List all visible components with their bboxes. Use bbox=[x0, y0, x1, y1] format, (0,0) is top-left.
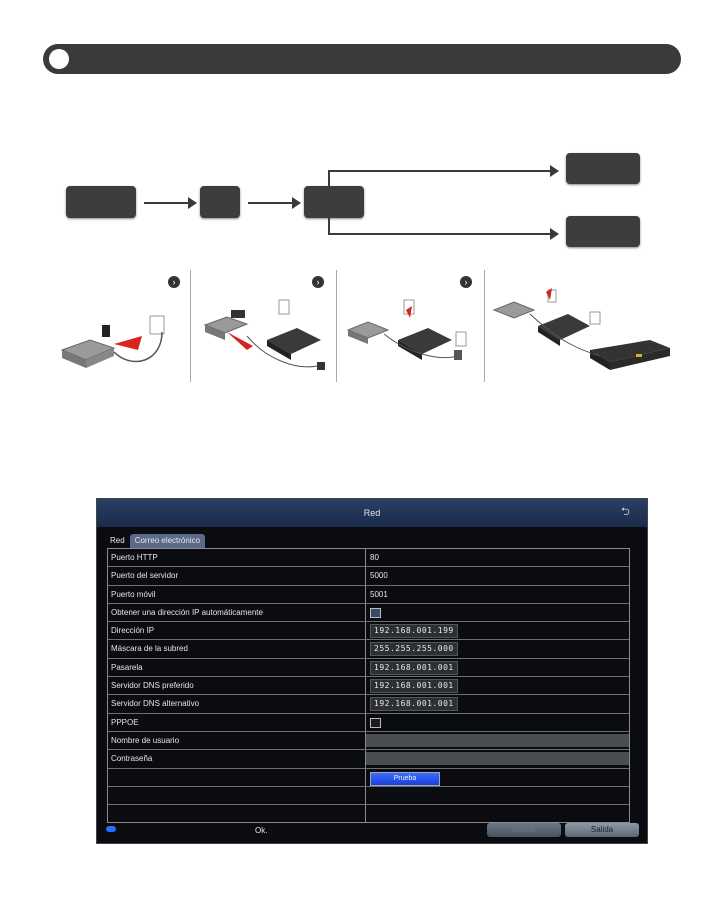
ip-address-label: Dirección IP bbox=[108, 622, 366, 640]
installation-steps: › › › bbox=[52, 270, 672, 382]
row-gateway: Pasarela 192.168.001.001 bbox=[108, 658, 629, 678]
preferred-dns-label: Servidor DNS preferido bbox=[108, 677, 366, 695]
flow-arrowhead-2 bbox=[292, 197, 301, 209]
exit-button[interactable]: Salida bbox=[565, 823, 639, 837]
section-header-bar bbox=[43, 44, 681, 74]
alternate-dns-field[interactable]: 192.168.001.001 bbox=[370, 697, 458, 712]
flow-arrowhead-1 bbox=[188, 197, 197, 209]
empty-label-3 bbox=[108, 805, 366, 823]
mobile-port-value[interactable]: 5001 bbox=[370, 589, 388, 599]
http-port-label: Puerto HTTP bbox=[108, 549, 366, 567]
ip-address-field[interactable]: 192.168.001.199 bbox=[370, 624, 458, 639]
row-mobile-port: Puerto móvil 5001 bbox=[108, 585, 629, 604]
dhcp-label: Obtener una dirección IP automáticamente bbox=[108, 603, 366, 622]
server-port-label: Puerto del servidor bbox=[108, 567, 366, 585]
apply-button[interactable]: Aplicar bbox=[487, 823, 561, 837]
empty-label-1 bbox=[108, 768, 366, 786]
flow-box-router bbox=[304, 186, 364, 218]
flow-arrowhead-down bbox=[550, 228, 559, 240]
tab-email[interactable]: Correo electrónico bbox=[129, 534, 206, 548]
password-field[interactable] bbox=[366, 752, 629, 766]
mobile-port-label: Puerto móvil bbox=[108, 585, 366, 603]
flow-box-output-1 bbox=[566, 153, 640, 184]
pppoe-checkbox[interactable] bbox=[370, 717, 381, 728]
status-indicator-icon bbox=[106, 826, 116, 832]
gateway-label: Pasarela bbox=[108, 658, 366, 677]
tab-bar: Red Correo electrónico bbox=[107, 530, 207, 548]
row-password: Contraseña bbox=[108, 750, 629, 769]
next-step-icon-2: › bbox=[312, 276, 324, 288]
flow-arrow-up bbox=[328, 170, 552, 172]
pppoe-label: PPPOE bbox=[108, 713, 366, 731]
row-test: Prueba bbox=[108, 768, 629, 787]
flow-box-middle bbox=[200, 186, 240, 218]
divider-3 bbox=[484, 270, 485, 382]
row-dhcp: Obtener una dirección IP automáticamente bbox=[108, 603, 629, 623]
flow-arrow-down bbox=[328, 233, 552, 235]
settings-table: Puerto HTTP 80 Puerto del servidor 5000 … bbox=[107, 548, 630, 824]
flow-branch-down bbox=[328, 218, 330, 234]
row-ip-address: Dirección IP 192.168.001.199 bbox=[108, 622, 629, 641]
next-step-icon-3: › bbox=[460, 276, 472, 288]
back-arrow-icon[interactable]: ⮌ bbox=[621, 506, 630, 518]
dhcp-checkbox[interactable] bbox=[370, 607, 381, 618]
row-pppoe: PPPOE bbox=[108, 713, 629, 732]
subnet-mask-field[interactable]: 255.255.255.000 bbox=[370, 642, 458, 657]
row-username: Nombre de usuario bbox=[108, 731, 629, 751]
flow-branch-up bbox=[328, 170, 330, 186]
row-empty-1 bbox=[108, 786, 629, 806]
http-port-value[interactable]: 80 bbox=[370, 553, 379, 562]
row-server-port: Puerto del servidor 5000 bbox=[108, 567, 629, 586]
tab-red[interactable]: Red bbox=[110, 536, 125, 545]
row-http-port: Puerto HTTP 80 bbox=[108, 549, 629, 568]
divider-1 bbox=[190, 270, 191, 382]
window-title: Red bbox=[97, 499, 647, 527]
username-label: Nombre de usuario bbox=[108, 731, 366, 750]
password-label: Contraseña bbox=[108, 750, 366, 768]
gateway-field[interactable]: 192.168.001.001 bbox=[370, 660, 458, 675]
row-preferred-dns: Servidor DNS preferido 192.168.001.001 bbox=[108, 677, 629, 696]
server-port-value[interactable]: 5000 bbox=[370, 571, 388, 581]
divider-2 bbox=[336, 270, 337, 382]
row-alternate-dns: Servidor DNS alternativo 192.168.001.001 bbox=[108, 695, 629, 714]
flow-arrow-1 bbox=[144, 202, 190, 204]
step-1-illustration bbox=[60, 315, 165, 368]
username-field[interactable] bbox=[366, 733, 629, 747]
alternate-dns-label: Servidor DNS alternativo bbox=[108, 695, 366, 713]
step-number-circle bbox=[49, 49, 69, 69]
next-step-icon-1: › bbox=[168, 276, 180, 288]
test-button[interactable]: Prueba bbox=[370, 771, 440, 786]
status-text: Ok. bbox=[255, 826, 268, 835]
row-subnet-mask: Máscara de la subred 255.255.255.000 bbox=[108, 640, 629, 659]
step-2-illustration bbox=[203, 299, 325, 370]
flow-arrowhead-up bbox=[550, 165, 559, 177]
row-empty-2 bbox=[108, 805, 629, 823]
subnet-mask-label: Máscara de la subred bbox=[108, 640, 366, 658]
flow-box-output-2 bbox=[566, 216, 640, 247]
flow-arrow-2 bbox=[248, 202, 294, 204]
step-3-illustration bbox=[346, 299, 467, 360]
empty-label-2 bbox=[108, 786, 366, 805]
flow-box-source bbox=[66, 186, 136, 218]
preferred-dns-field[interactable]: 192.168.001.001 bbox=[370, 679, 458, 694]
step-4-illustration bbox=[492, 288, 670, 370]
window-footer: Ok. Aplicar Salida bbox=[97, 821, 647, 843]
